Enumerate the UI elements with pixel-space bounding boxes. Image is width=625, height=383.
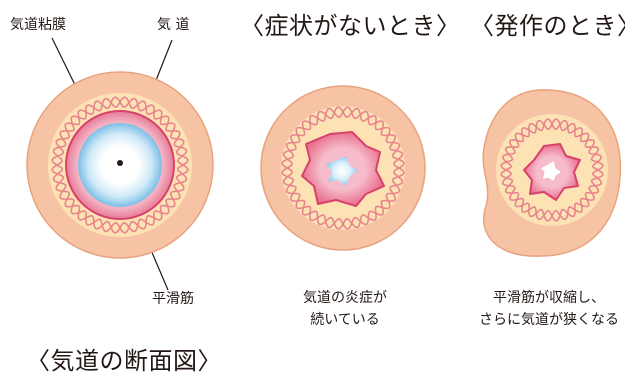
title-attack: 〈発作のとき〉 <box>470 14 625 38</box>
caption-attack: 平滑筋が収縮し、 さらに気道が狭くなる <box>476 288 622 331</box>
normal-airway-group <box>27 72 213 258</box>
caption-no-symptoms: 気道の炎症が 続いている <box>290 288 400 331</box>
lumen-center-dot <box>117 160 123 166</box>
inflamed-airway-group <box>261 86 425 250</box>
caption-attack-line-2: さらに気道が狭くなる <box>476 310 622 332</box>
label-mucosa: 気道粘膜 <box>10 18 66 32</box>
title-no-symptoms: 〈症状がないとき〉 <box>240 14 461 38</box>
caption-attack-line-1: 平滑筋が収縮し、 <box>476 288 622 310</box>
caption-no-symptoms-line-1: 気道の炎症が <box>290 288 400 310</box>
attack-airway-group <box>483 90 620 256</box>
caption-no-symptoms-line-2: 続いている <box>290 310 400 332</box>
title-cross-section: 〈気道の断面図〉 <box>26 349 222 373</box>
label-airway: 気 道 <box>157 18 189 32</box>
label-smooth-muscle: 平滑筋 <box>152 292 194 306</box>
